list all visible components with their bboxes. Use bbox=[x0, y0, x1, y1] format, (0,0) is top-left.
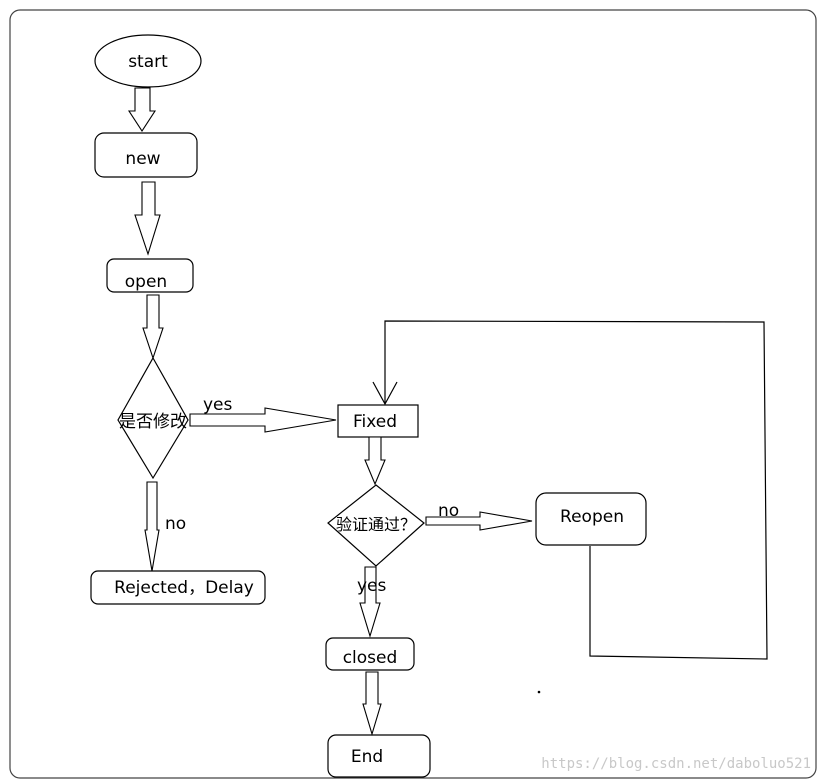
node-fixed: Fixed bbox=[337, 404, 419, 438]
node-new: new bbox=[94, 132, 198, 178]
node-start: start bbox=[94, 34, 202, 88]
arrow-new-to-open bbox=[134, 181, 161, 256]
node-end-label: End bbox=[351, 747, 383, 767]
arrow-verify-to-closed bbox=[359, 566, 381, 638]
node-decision-verify-label: 验证通过？ bbox=[336, 515, 416, 534]
loop-reopen-to-fixed bbox=[384, 320, 768, 660]
arrow-verify-to-reopen bbox=[425, 511, 533, 531]
node-closed: closed bbox=[325, 637, 415, 671]
arrow-decision-to-fixed bbox=[189, 407, 337, 433]
arrow-fixed-to-verify bbox=[364, 436, 386, 486]
node-decision-modify-label: 是否修改 bbox=[119, 412, 187, 432]
node-reopen-label: Reopen bbox=[560, 507, 624, 527]
edge-label-modify-no: no bbox=[165, 514, 186, 534]
node-closed-label: closed bbox=[343, 648, 398, 668]
node-rejected: Rejected，Delay bbox=[90, 570, 266, 605]
edge-label-verify-yes: yes bbox=[357, 576, 387, 596]
edge-label-verify-no: no bbox=[438, 501, 459, 521]
node-decision-verify: 验证通过？ bbox=[327, 484, 425, 567]
node-start-label: start bbox=[128, 52, 168, 72]
node-rejected-label: Rejected，Delay bbox=[114, 578, 254, 598]
arrow-open-to-decision bbox=[142, 294, 164, 360]
arrow-start-to-new bbox=[127, 87, 157, 133]
arrow-closed-to-end bbox=[362, 671, 382, 736]
stray-dot bbox=[537, 690, 541, 694]
node-open: open bbox=[106, 258, 194, 293]
node-end: End bbox=[327, 734, 431, 778]
edge-label-modify-yes: yes bbox=[203, 395, 233, 415]
watermark-text: https://blog.csdn.net/daboluo521 bbox=[541, 756, 811, 772]
node-reopen: Reopen bbox=[535, 492, 647, 546]
loop-arrowhead bbox=[372, 381, 398, 406]
node-fixed-label: Fixed bbox=[353, 412, 397, 432]
node-decision-modify: 是否修改 bbox=[117, 356, 189, 480]
node-open-label: open bbox=[125, 272, 167, 292]
node-new-label: new bbox=[125, 149, 160, 169]
arrow-decision-to-rejected bbox=[144, 481, 160, 572]
